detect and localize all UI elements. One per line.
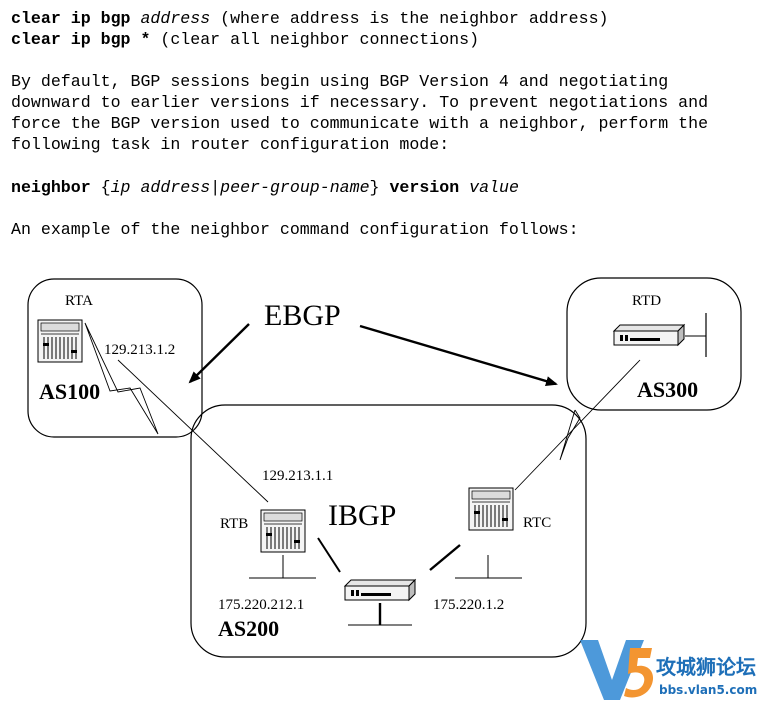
command-desc: (where address is the neighbor address) <box>210 9 609 28</box>
command-text: clear ip bgp * <box>11 30 151 49</box>
brace-close: } <box>369 178 390 197</box>
example-intro: An example of the neighbor command confi… <box>11 220 579 239</box>
syntax-arg-value: value <box>469 178 519 197</box>
label-ebgp: EBGP <box>264 299 341 332</box>
ebgp-arrow-right <box>359 324 558 386</box>
as200-boundary <box>190 404 587 658</box>
paragraph-line-2: downward to earlier versions if necessar… <box>11 93 709 112</box>
label-as300: AS300 <box>637 377 698 402</box>
as300-boundary <box>566 277 742 411</box>
command-line-2: clear ip bgp * (clear all neighbor conne… <box>11 29 479 50</box>
label-rtb: RTB <box>220 516 248 532</box>
syntax-line: neighbor {ip address|peer-group-name} ve… <box>11 177 519 198</box>
serial-link-zigzag-2 <box>559 409 581 461</box>
label-ip-lan-c: 175.220.1.2 <box>433 597 504 613</box>
command-line-1: clear ip bgp address (where address is t… <box>11 8 609 29</box>
serial-link-rtc-rtd <box>514 359 641 491</box>
ebgp-arrow-left <box>188 323 250 384</box>
rtc-switch-link <box>429 544 461 571</box>
rtb-switch-link <box>317 537 341 573</box>
brace-open: { <box>90 178 111 197</box>
router-rtc-icon <box>468 487 514 531</box>
label-ibgp: IBGP <box>328 499 396 532</box>
command-text: clear ip bgp <box>11 9 141 28</box>
command-arg: address <box>140 9 211 28</box>
watermark-url: bbs.vlan5.com <box>659 683 757 697</box>
watermark-title: 攻城狮论坛 <box>656 655 756 679</box>
serial-link-rta-rtb <box>117 359 269 503</box>
syntax-keyword: version <box>389 178 460 197</box>
paragraph-line-3: force the BGP version used to communicat… <box>11 114 709 133</box>
router-rtb-icon <box>260 509 306 553</box>
command-desc: (clear all neighbor connections) <box>150 30 480 49</box>
syntax-arg-peer: peer-group-name <box>220 178 370 197</box>
paragraph-line-1: By default, BGP sessions begin using BGP… <box>11 72 669 91</box>
watermark-logo-icon <box>580 640 654 700</box>
router-rta-icon <box>37 319 83 363</box>
label-ip-rtb: 129.213.1.1 <box>262 468 333 484</box>
router-rtd-icon <box>613 324 685 346</box>
syntax-command: neighbor <box>11 178 91 197</box>
as100-boundary <box>27 278 203 438</box>
syntax-arg-ip: ip address <box>110 178 211 197</box>
paragraph-line-4: following task in router configuration m… <box>11 135 450 154</box>
label-as100: AS100 <box>39 379 100 404</box>
serial-link-zigzag <box>84 322 159 435</box>
separator: | <box>210 178 221 197</box>
label-rtc: RTC <box>523 515 551 531</box>
label-ip-lan-b: 175.220.212.1 <box>218 597 304 613</box>
switch-icon <box>344 579 416 601</box>
label-as200: AS200 <box>218 616 279 641</box>
label-ip-rta: 129.213.1.2 <box>104 342 175 358</box>
label-rtd: RTD <box>632 293 661 309</box>
label-rta: RTA <box>65 293 93 309</box>
